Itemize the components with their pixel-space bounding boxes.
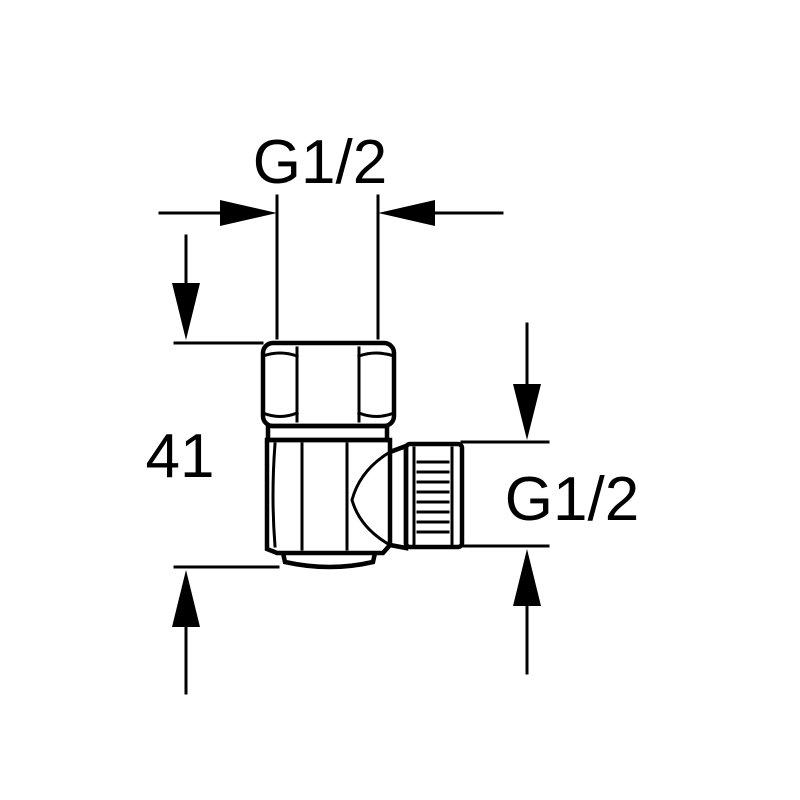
top-hex-nut <box>260 340 397 429</box>
arrow-up-icon <box>513 549 541 606</box>
arrow-down-icon <box>513 384 541 440</box>
fitting-drawing <box>260 340 465 570</box>
arrow-left-icon <box>378 200 435 226</box>
side-thread-dimension <box>460 322 550 675</box>
arrow-down-icon <box>172 283 200 340</box>
arrow-up-icon <box>172 570 200 627</box>
top-thread-label: G1/2 <box>253 128 387 197</box>
height-label: 41 <box>146 422 215 491</box>
bottom-cap <box>280 552 378 570</box>
arrow-right-icon <box>220 200 277 226</box>
height-dimension <box>172 234 280 695</box>
valve-body <box>264 437 393 556</box>
side-threaded-outlet <box>389 441 465 551</box>
side-thread-label: G1/2 <box>505 465 639 534</box>
top-width-dimension <box>158 194 504 340</box>
